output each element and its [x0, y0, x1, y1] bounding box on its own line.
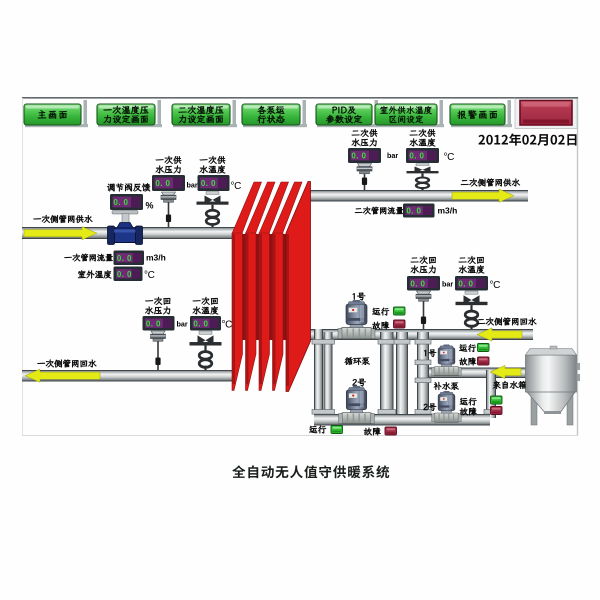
svg-text:0. 0: 0. 0	[155, 179, 170, 188]
svg-text:0. 0: 0. 0	[193, 319, 208, 328]
svg-text:0. 0: 0. 0	[458, 279, 473, 288]
svg-text:°C: °C	[144, 270, 155, 281]
svg-text:0. 0: 0. 0	[410, 279, 425, 288]
svg-text:°C: °C	[490, 280, 501, 291]
svg-text:0. 0: 0. 0	[201, 179, 216, 188]
svg-text:0. 0: 0. 0	[117, 270, 132, 279]
svg-text:0. 0: 0. 0	[351, 152, 366, 161]
svg-text:bar: bar	[177, 320, 188, 329]
svg-text:°C: °C	[231, 181, 242, 192]
svg-text:%: %	[146, 201, 154, 211]
svg-text:bar: bar	[442, 280, 453, 289]
svg-text:0. 0: 0. 0	[117, 254, 132, 263]
svg-text:m3/h: m3/h	[438, 206, 458, 216]
svg-text:°C: °C	[222, 320, 233, 331]
svg-text:0. 0: 0. 0	[146, 319, 161, 328]
svg-text:bar: bar	[187, 181, 198, 190]
svg-text:bar: bar	[387, 151, 398, 160]
svg-text:m3/h: m3/h	[146, 253, 166, 263]
svg-text:0. 0: 0. 0	[113, 198, 128, 207]
svg-text:0. 0: 0. 0	[409, 152, 424, 161]
svg-text:0. 0: 0. 0	[406, 207, 421, 216]
svg-text:°C: °C	[444, 152, 455, 163]
